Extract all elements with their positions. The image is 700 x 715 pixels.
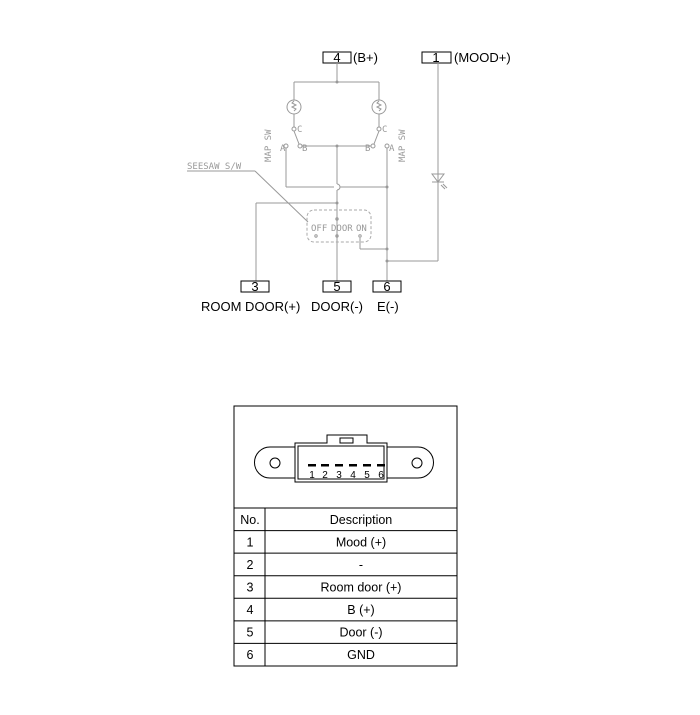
pin-mark <box>308 464 316 467</box>
terminal-number: 5 <box>333 279 340 294</box>
seesaw-label: SEESAW S/W <box>187 162 242 172</box>
pin-number: 6 <box>378 470 384 481</box>
row-no: 1 <box>247 535 254 549</box>
contact-c-label: C <box>297 125 302 135</box>
lamp-right <box>371 99 387 115</box>
seesaw-off-label: OFF <box>311 224 327 234</box>
row-no: 2 <box>247 558 254 572</box>
row-description: Mood (+) <box>336 535 386 549</box>
row-description: - <box>359 558 363 572</box>
map-switch-contacts: C C B B A A <box>280 125 395 154</box>
terminal-3: 3 ROOM DOOR(+) <box>201 279 300 314</box>
row-no: 3 <box>247 581 254 595</box>
row-no: 4 <box>247 603 254 617</box>
led-diode-icon <box>431 173 448 190</box>
pin-mark <box>349 464 357 467</box>
terminal-number: 3 <box>251 279 258 294</box>
row-description: GND <box>347 648 375 662</box>
header-no: No. <box>240 513 259 527</box>
pin-number: 4 <box>350 470 356 481</box>
pin-mark <box>321 464 329 467</box>
terminal-6: 6 E(-) <box>372 279 402 314</box>
terminal-label: ROOM DOOR(+) <box>201 299 300 314</box>
terminal-5: 5 DOOR(-) <box>311 279 363 314</box>
terminal-label: (B+) <box>353 50 378 65</box>
terminal-number: 4 <box>333 50 340 65</box>
header-description: Description <box>330 513 393 527</box>
map-sw-label-right: MAP SW <box>398 129 408 162</box>
wires <box>187 63 439 281</box>
row-no: 5 <box>247 626 254 640</box>
pin-mark <box>363 464 371 467</box>
terminal-number: 6 <box>383 279 390 294</box>
pin-number: 2 <box>322 470 328 481</box>
terminal-1: 1 (MOOD+) <box>421 50 511 65</box>
terminal-number: 1 <box>432 50 439 65</box>
terminal-4: 4 (B+) <box>322 50 378 65</box>
row-no: 6 <box>247 648 254 662</box>
seesaw-switch: OFF DOOR ON <box>306 209 372 243</box>
contact-b-label: B <box>365 144 370 154</box>
terminal-label: (MOOD+) <box>454 50 511 65</box>
terminal-label: DOOR(-) <box>311 299 363 314</box>
map-sw-label-left: MAP SW <box>264 129 274 162</box>
seesaw-door-label: DOOR <box>331 224 353 234</box>
contact-b-label: B <box>302 144 307 154</box>
seesaw-on-label: ON <box>356 224 367 234</box>
contact-c-label: C <box>382 125 387 135</box>
row-description: B (+) <box>347 603 374 617</box>
pin-mark <box>335 464 343 467</box>
terminal-label: E(-) <box>377 299 399 314</box>
contact-a-label: A <box>389 144 395 154</box>
pin-number: 1 <box>309 470 315 481</box>
row-description: Room door (+) <box>321 581 402 595</box>
contact-a-label: A <box>280 144 286 154</box>
pin-number: 3 <box>336 470 342 481</box>
row-description: Door (-) <box>339 626 382 640</box>
pin-mark <box>377 464 385 467</box>
lamp-left <box>286 99 302 115</box>
pin-number: 5 <box>364 470 370 481</box>
